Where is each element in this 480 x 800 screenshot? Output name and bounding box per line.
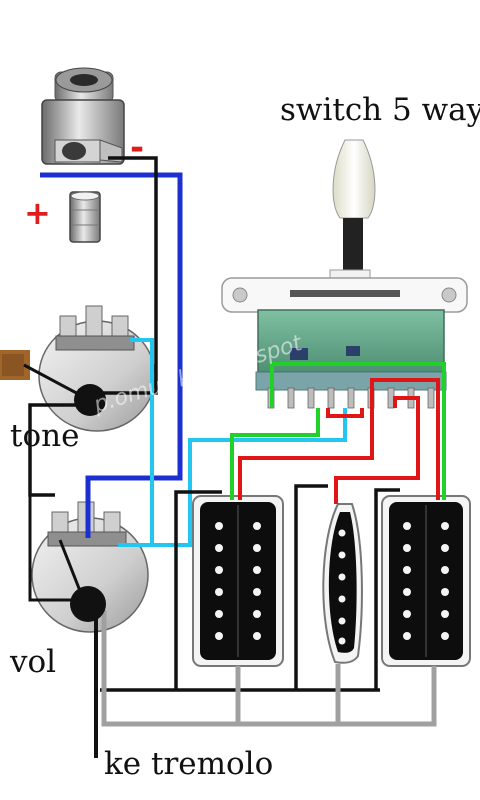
middle-single-coil (322, 503, 363, 664)
tone-wiper-wire (23, 363, 83, 398)
green-wire-bridge (270, 362, 446, 500)
plus-sign: + (24, 194, 51, 232)
cyan-wire (118, 338, 154, 547)
volume-solder-point (70, 586, 106, 622)
black-wire-ground-left (174, 490, 222, 690)
bridge-humbucker (381, 495, 471, 667)
tone-label: tone (10, 418, 80, 454)
output-jack (41, 67, 125, 165)
vol-label: vol (10, 644, 57, 680)
red-wire-middle (334, 396, 420, 504)
green-wire-neck (230, 408, 320, 500)
gray-ground-bus (101, 610, 437, 727)
black-wire-ground-right (374, 488, 400, 690)
volume-wiper-wire (58, 539, 84, 597)
tone-potentiometer (0, 305, 156, 432)
switch-label: switch 5 way (280, 92, 480, 128)
minus-sign: - (130, 128, 145, 168)
jack-nut (69, 191, 101, 243)
red-wire-switch (326, 408, 364, 418)
tremolo-label: ke tremolo (104, 746, 274, 782)
blue-wire (40, 172, 183, 538)
tone-solder-point (74, 384, 106, 416)
black-wire-pots (28, 403, 92, 497)
neck-humbucker (192, 495, 284, 667)
red-wire-neck (238, 378, 440, 500)
black-wire-jack (96, 156, 158, 395)
black-wire-volume-lug (28, 495, 86, 602)
black-wire-ground-mid (294, 484, 328, 690)
